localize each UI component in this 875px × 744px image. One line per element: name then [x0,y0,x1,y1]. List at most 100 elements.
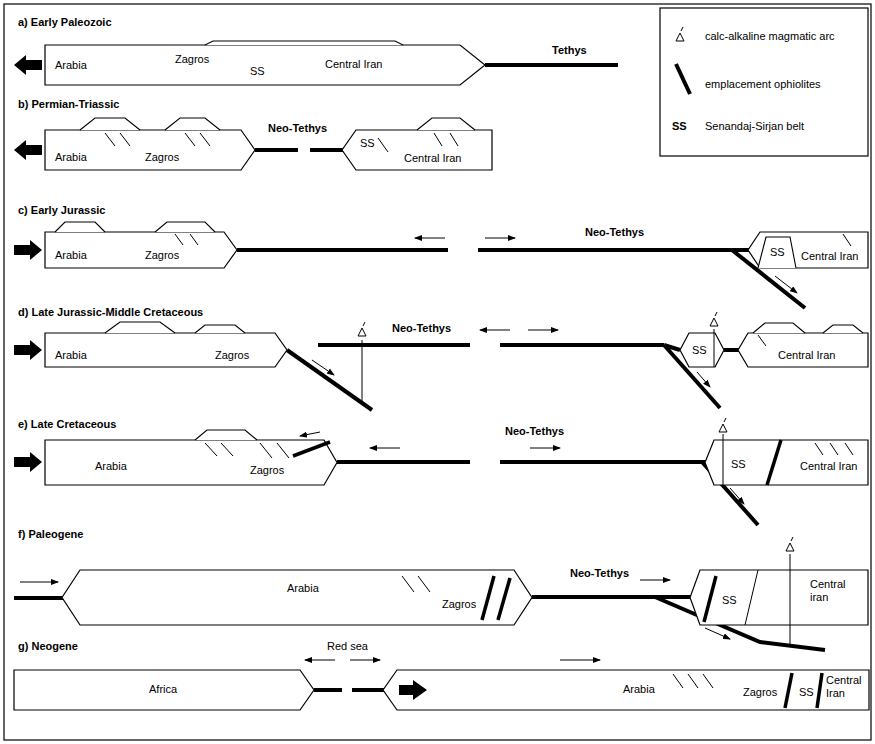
motion-arrow [480,330,510,331]
ocean-name: Red sea [327,640,368,653]
magmatic-arc-symbol [710,312,718,326]
ocean-name: Neo-Tethys [505,425,564,438]
block-name: Central iran [810,578,856,603]
tectonic-block: ArabiaZagros [45,232,237,268]
block-name: Africa [149,683,177,696]
mountain [205,41,403,45]
tectonic-block: Central Iran [738,333,868,367]
tectonic-block: ArabiaZagros [45,333,287,367]
legend-entry: Senandaj-Sirjan belt [705,120,804,133]
motion-arrow [530,448,560,449]
mountain [417,118,475,130]
mountain [80,118,140,130]
block-outline [45,130,255,170]
oceanic-crust [485,63,618,67]
block-name: SS [731,458,746,471]
ophiolite-slab [767,440,781,485]
oceanic-crust [478,248,754,252]
block-shape [748,232,868,268]
block-name: Zagros [145,249,179,262]
block-shape [705,440,868,485]
oceanic-crust [500,343,664,347]
motion-arrow [697,372,710,387]
block-shape [45,232,237,268]
fault-line [745,570,758,625]
legend-text: emplacement ophiolites [705,78,821,90]
fault-line [703,674,713,688]
motion-arrow [305,660,335,661]
ophiolite-slab [293,442,330,456]
oceanic-crust [500,460,707,464]
motion-arrow [640,580,670,581]
figure-frame [4,4,871,740]
oceanic-crust [255,148,298,152]
legend-text: Senandaj-Sirjan belt [705,120,804,132]
fault-line [402,576,414,592]
panel-title: b) Permian-Triassic [18,98,120,111]
magma-path [790,625,791,644]
block-name: SS [360,137,375,150]
plate-motion-arrow [399,680,427,700]
fault-line [845,443,853,455]
block-name: Arabia [623,683,655,696]
block-shape [738,333,868,367]
motion-arrow [312,360,334,375]
magmatic-arc-symbol [676,27,684,41]
fault-line [185,133,195,146]
tectonic-block: SSCentral Iran [705,440,868,485]
motion-arrow [528,330,558,331]
ophiolite-slab [498,578,510,620]
fault-line [205,443,217,456]
block-name: Arabia [287,582,319,595]
panel-title: e) Late Cretaceous [18,418,116,431]
magma-path [362,340,363,403]
tectonic-block: SSCentral Iran [342,130,492,170]
block-name: SS [722,594,737,607]
block-name: Zagros [215,349,249,362]
panel-title: d) Late Jurassic-Middle Cretaceous [18,306,203,319]
block-shape [62,570,532,625]
legend-entry: calc-alkaline magmatic arc [705,30,835,43]
tectonic-block: ArabiaZagrosSSCentral Iran [383,670,869,710]
magmatic-arc-symbol [719,418,727,432]
tectonic-block: ArabiaZagrosSSCentral Iran [45,45,485,85]
plate-motion-arrow [14,140,42,160]
motion-arrow [415,238,445,239]
plate-motion-arrow [14,340,42,360]
legend-entry: emplacement ophiolites [705,78,821,91]
motion-arrow [20,582,58,583]
block-shape [45,45,485,85]
ocean-name: Neo-Tethys [570,567,629,580]
fault-line [688,674,698,688]
mountain [823,325,863,333]
block-name: Zagros [250,464,284,477]
oceanic-crust [287,350,372,410]
block-name: Central Iran [778,349,835,362]
magmatic-arc-symbol [358,322,366,336]
fault-line [723,434,724,485]
tectonic-block: SS Central iran [690,570,868,625]
motion-arrow [300,432,320,436]
motion-arrow [775,276,797,293]
fault-line [105,133,115,146]
fault-line [815,443,823,455]
oceanic-crust [318,343,470,347]
ophiolite-slab [817,673,822,708]
panel-title: c) Early Jurassic [18,204,105,217]
block-shape [14,670,314,710]
oceanic-crust [237,248,448,252]
block-name: Arabia [55,59,87,72]
ophiolite-symbol [676,64,690,94]
block-name: Central Iran [325,58,382,71]
fault-line [277,443,289,458]
fault-line [758,335,766,346]
panel-title: f) Paleogene [18,528,83,541]
block-name: SS [250,65,265,78]
tectonic-block: ArabiaZagros [45,130,255,170]
mountain [753,323,805,333]
panel-title: a) Early Paleozoic [18,16,112,29]
oceanic-crust [14,596,64,600]
ophiolite-slab [704,576,716,622]
ocean-name: Tethys [552,44,587,57]
legend-box [660,8,868,156]
